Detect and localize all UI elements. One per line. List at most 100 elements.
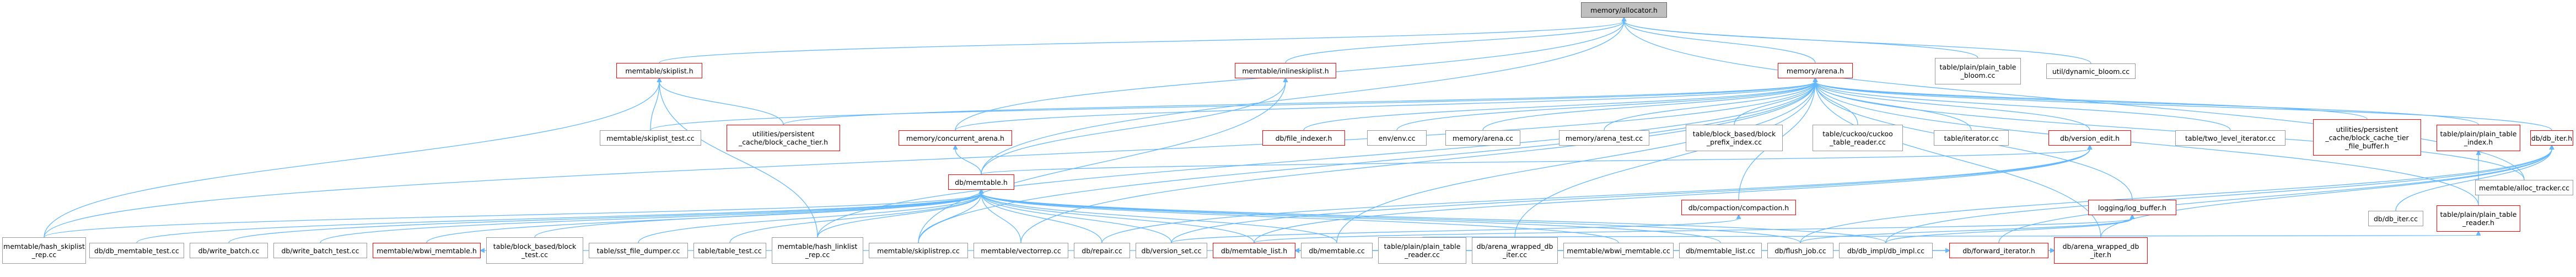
node-label: db/repair.cc (1082, 246, 1122, 255)
node-label: memtable/inlineskiplist.h (1242, 66, 1329, 75)
node-wbwi-memtable-cc[interactable]: memtable/wbwi_memtable.cc (1563, 243, 1674, 258)
dependency-edge (1813, 77, 2231, 131)
node-skiplist-test[interactable]: memtable/skiplist_test.cc (600, 130, 701, 146)
dependency-edge (1621, 16, 2091, 64)
node-vectorrep[interactable]: memtable/vectorrep.cc (974, 243, 1068, 258)
node-plain-table-index-h[interactable]: table/plain/plain_table _index.h (2437, 125, 2520, 151)
node-file-indexer-h[interactable]: db/file_indexer.h (1262, 130, 1345, 146)
node-label: table/two_level_iterator.cc (2185, 134, 2276, 142)
node-hash-linklist-rep[interactable]: memtable/hash_linklist _rep.cc (772, 237, 863, 264)
node-alloc-tracker[interactable]: memtable/alloc_tracker.cc (2475, 180, 2573, 195)
dependency-edge (659, 16, 1627, 63)
node-wbwi-memtable-h[interactable]: memtable/wbwi_memtable.h (373, 243, 481, 258)
node-block-cache-tier-h[interactable]: utilities/persistent _cache/block_cache_… (727, 125, 840, 151)
node-concurrent-arena-h[interactable]: memory/concurrent_arena.h (899, 130, 1012, 146)
node-skiplist-h[interactable]: memtable/skiplist.h (616, 63, 702, 78)
dependency-edge (1254, 144, 2093, 243)
node-write-batch[interactable]: db/write_batch.cc (190, 243, 268, 258)
node-label: memtable/skiplist_test.cc (606, 134, 695, 142)
dependency-edge (918, 188, 984, 243)
node-root[interactable]: memory/allocator.h (1581, 2, 1667, 18)
node-label: memtable/hash_skiplist _rep.cc (3, 242, 85, 259)
node-label: util/dynamic_bloom.cc (2052, 67, 2130, 76)
node-arena-wrapped-cc[interactable]: db/arena_wrapped_db _iter.cc (1472, 237, 1558, 264)
node-version-edit-h[interactable]: db/version_edit.h (2048, 130, 2131, 146)
node-arena-wrapped-db-iter-h[interactable]: db/arena_wrapped_db _iter.h (2054, 237, 2148, 264)
node-label: db/write_batch.cc (198, 246, 260, 255)
dependency-edge (657, 77, 784, 125)
dependency-edge (955, 77, 1818, 131)
dependency-edge (44, 188, 984, 238)
node-label: db/file_indexer.h (1275, 134, 1332, 142)
node-db-memtable-test[interactable]: db/db_memtable_test.cc (89, 243, 184, 258)
dependency-edge (2100, 144, 2555, 238)
node-label: db/db_iter.cc (2374, 214, 2418, 223)
dependency-edge (1171, 214, 1741, 243)
node-label: memtable/wbwi_memtable.h (377, 246, 477, 255)
node-label: db/flush_job.cc (1774, 246, 1826, 255)
node-label: db/memtable_list.h (1220, 246, 1288, 255)
node-memtable-list-cc[interactable]: db/memtable_list.cc (1679, 243, 1762, 258)
node-label: db/compaction/compaction.h (1688, 203, 1789, 212)
node-two-level-iterator[interactable]: table/two_level_iterator.cc (2175, 130, 2285, 146)
node-label: table/cuckoo/cuckoo _table_reader.cc (1822, 130, 1893, 146)
node-skiplistrep[interactable]: memtable/skiplistrep.cc (869, 243, 968, 258)
dependency-edge (729, 188, 984, 243)
node-compaction-h[interactable]: db/compaction/compaction.h (1681, 200, 1796, 215)
node-label: db/memtable_list.cc (1685, 246, 1756, 255)
node-iterator-cc[interactable]: table/iterator.cc (1934, 130, 2009, 146)
node-plain-table-reader-cc[interactable]: table/plain/plain_table _reader.cc (1378, 237, 1466, 264)
node-repair[interactable]: db/repair.cc (1074, 243, 1130, 258)
dependency-edge (44, 77, 662, 238)
node-arena-h[interactable]: memory/arena.h (1778, 63, 1853, 78)
dependency-edge (534, 188, 984, 238)
node-label: table/plain/plain_table _reader.cc (1384, 242, 1461, 259)
node-label: db/memtable.cc (1309, 246, 1365, 255)
node-block-test[interactable]: table/block_based/block _test.cc (486, 237, 583, 264)
node-label: memory/concurrent_arena.h (906, 134, 1004, 142)
node-memtable-list-h[interactable]: db/memtable_list.h (1213, 243, 1295, 258)
dependency-edge (981, 16, 1627, 175)
node-block-cache-tier-file-buffer[interactable]: utilities/persistent _cache/block_cache_… (2313, 119, 2421, 156)
node-label: memory/arena.h (1786, 66, 1844, 75)
node-sst-file-dumper[interactable]: table/sst_file_dumper.cc (589, 243, 688, 258)
node-label: db/memtable.h (955, 178, 1008, 187)
node-db-iter-cc[interactable]: db/db_iter.cc (2368, 211, 2423, 226)
node-plain-table-reader-h[interactable]: table/plain/plain_table _reader.h (2437, 205, 2520, 232)
dependency-edge (320, 188, 984, 243)
node-env-cc[interactable]: env/env.cc (1367, 130, 1427, 146)
node-label: db/arena_wrapped_db _iter.h (2062, 242, 2139, 259)
dependency-edge (1101, 144, 2093, 243)
node-version-set[interactable]: db/version_set.cc (1136, 243, 1207, 258)
node-inlineskiplist-h[interactable]: memtable/inlineskiplist.h (1235, 63, 1336, 78)
node-memtable-h[interactable]: db/memtable.h (948, 174, 1014, 190)
node-hash-skiplist-rep[interactable]: memtable/hash_skiplist _rep.cc (2, 237, 86, 264)
dependency-edge (1885, 144, 2555, 243)
node-forward-iterator[interactable]: db/forward_iterator.h (1949, 243, 2048, 258)
node-label: table/block_based/block _prefix_index.cc (1692, 130, 1776, 146)
dependency-edge (1171, 144, 2093, 243)
node-arena-test[interactable]: memory/arena_test.cc (1559, 130, 1649, 146)
node-label: table/plain/plain_table _bloom.cc (1939, 63, 2016, 79)
node-label: table/table_test.cc (698, 246, 762, 255)
node-flush-job[interactable]: db/flush_job.cc (1767, 243, 1833, 258)
node-arena-cc[interactable]: memory/arena.cc (1445, 130, 1520, 146)
node-write-batch-test[interactable]: db/write_batch_test.cc (273, 243, 367, 258)
node-label: db/forward_iterator.h (1962, 246, 2035, 255)
node-plain-table-bloom[interactable]: table/plain/plain_table _bloom.cc (1935, 58, 2021, 84)
node-memtable-cc[interactable]: db/memtable.cc (1301, 243, 1373, 258)
dependency-edge (1482, 77, 1818, 131)
node-dynamic-bloom[interactable]: util/dynamic_bloom.cc (2046, 63, 2136, 79)
dependency-edge (1254, 214, 2135, 243)
node-table-test[interactable]: table/table_test.cc (693, 243, 766, 258)
dependency-edge (978, 188, 1172, 243)
node-log-buffer-h[interactable]: logging/log_buffer.h (2088, 200, 2176, 215)
node-label: table/block_based/block _test.cc (493, 242, 577, 259)
node-db-iter-h[interactable]: db/db_iter.h (2530, 130, 2573, 146)
dependency-edge (136, 188, 984, 243)
node-cuckoo-table-reader[interactable]: table/cuckoo/cuckoo _table_reader.cc (1813, 125, 1903, 151)
node-label: db/version_edit.h (2059, 134, 2120, 142)
node-block-prefix-index[interactable]: table/block_based/block _prefix_index.cc (1686, 125, 1783, 151)
node-db-impl[interactable]: db/db_impl/db_impl.cc (1839, 243, 1933, 258)
node-label: db/db_memtable_test.cc (94, 246, 179, 255)
